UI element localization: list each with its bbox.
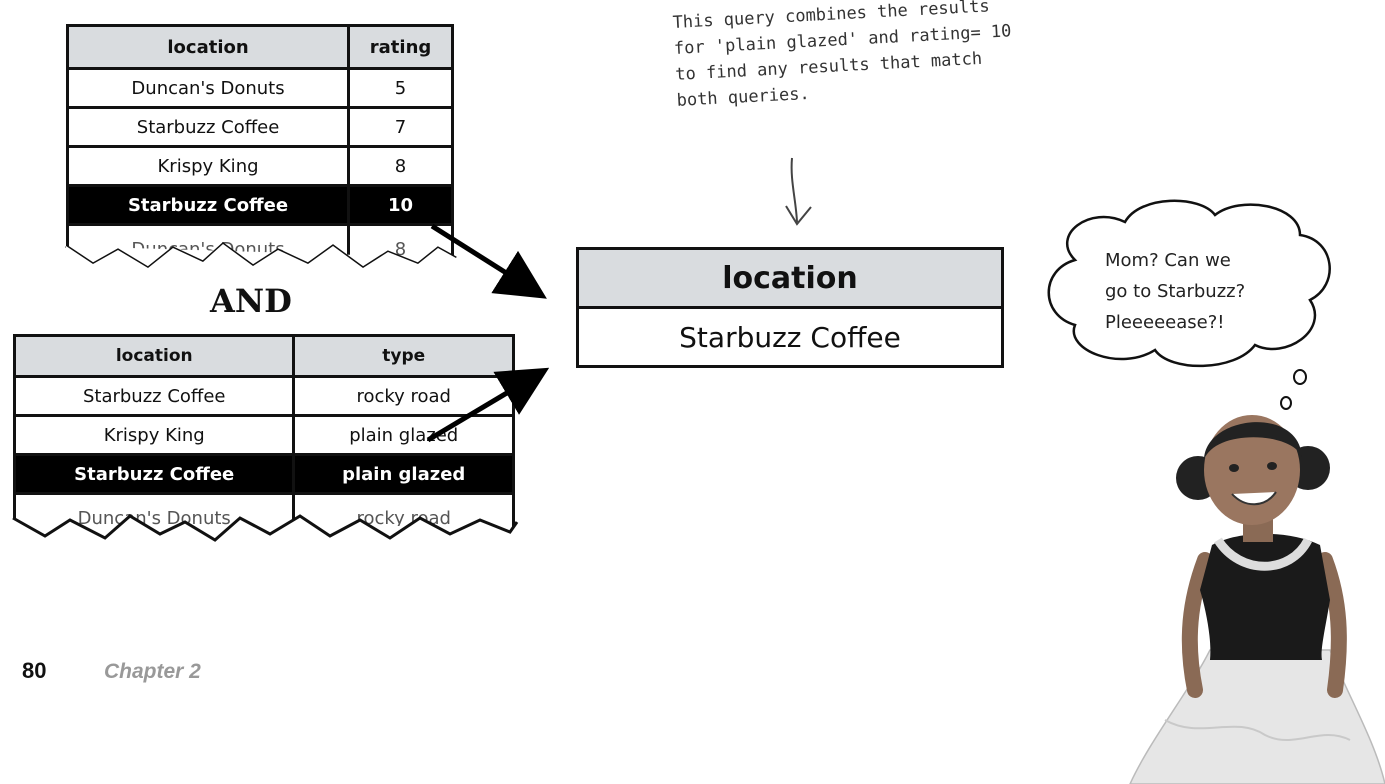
table-cell: Starbuzz Coffee: [576, 306, 1004, 368]
chapter-label: Chapter 2: [104, 660, 201, 683]
result-table: location Starbuzz Coffee: [576, 247, 1004, 368]
page-number: 80: [22, 658, 47, 683]
highlighted-row: Starbuzz Coffee 10: [65, 184, 454, 226]
table-cell: Starbuzz Coffee: [12, 453, 296, 495]
table-row: Krispy King 8: [65, 145, 454, 187]
table-cell: Duncan's Donuts: [65, 67, 351, 109]
table-row: Starbuzz Coffee: [576, 306, 1004, 368]
types-table: location type Starbuzz Coffee rocky road…: [12, 334, 515, 531]
and-label: AND: [210, 282, 292, 320]
table-cell: rocky road: [292, 375, 515, 417]
column-header-location: location: [65, 24, 351, 70]
ratings-table: location rating Duncan's Donuts 5 Starbu…: [65, 24, 454, 262]
table-row: Duncan's Donuts 5: [65, 67, 454, 109]
torn-edge: [12, 514, 519, 542]
torn-row: Duncan's Donuts rocky road: [12, 492, 515, 531]
table-header-row: location type: [12, 334, 515, 378]
table-row: Starbuzz Coffee 7: [65, 106, 454, 148]
torn-cell: Duncan's Donuts: [77, 508, 231, 526]
table-cell: 8: [347, 145, 454, 187]
table-cell: Starbuzz Coffee: [65, 106, 351, 148]
torn-cell: 8: [394, 239, 407, 257]
table-row: Krispy King plain glazed: [12, 414, 515, 456]
table-cell: Starbuzz Coffee: [65, 184, 351, 226]
table-cell: plain glazed: [292, 453, 515, 495]
thought-line: Pleeeeease?!: [1105, 312, 1225, 333]
table-cell: 5: [347, 67, 454, 109]
table-row: Starbuzz Coffee rocky road: [12, 375, 515, 417]
thought-line: Mom? Can we: [1105, 250, 1231, 271]
column-header-rating: rating: [347, 24, 454, 70]
table-cell: 10: [347, 184, 454, 226]
column-header-type: type: [292, 334, 515, 378]
table-header-row: location rating: [65, 24, 454, 70]
highlighted-row: Starbuzz Coffee plain glazed: [12, 453, 515, 495]
column-header-location: location: [576, 247, 1004, 309]
hand-drawn-arrow-icon: [785, 157, 812, 226]
thought-line: go to Starbuzz?: [1105, 281, 1246, 302]
table-cell: Krispy King: [12, 414, 296, 456]
table-cell: Starbuzz Coffee: [12, 375, 296, 417]
table-header-row: location: [576, 247, 1004, 309]
thought-bubble-text: Mom? Can we go to Starbuzz? Pleeeeease?!: [1105, 245, 1315, 338]
table-cell: Krispy King: [65, 145, 351, 187]
column-header-location: location: [12, 334, 296, 378]
table-cell: plain glazed: [292, 414, 515, 456]
annotation-note: This query combines the results for 'pla…: [672, 0, 1057, 114]
torn-edge: [65, 242, 457, 270]
table-cell: 7: [347, 106, 454, 148]
